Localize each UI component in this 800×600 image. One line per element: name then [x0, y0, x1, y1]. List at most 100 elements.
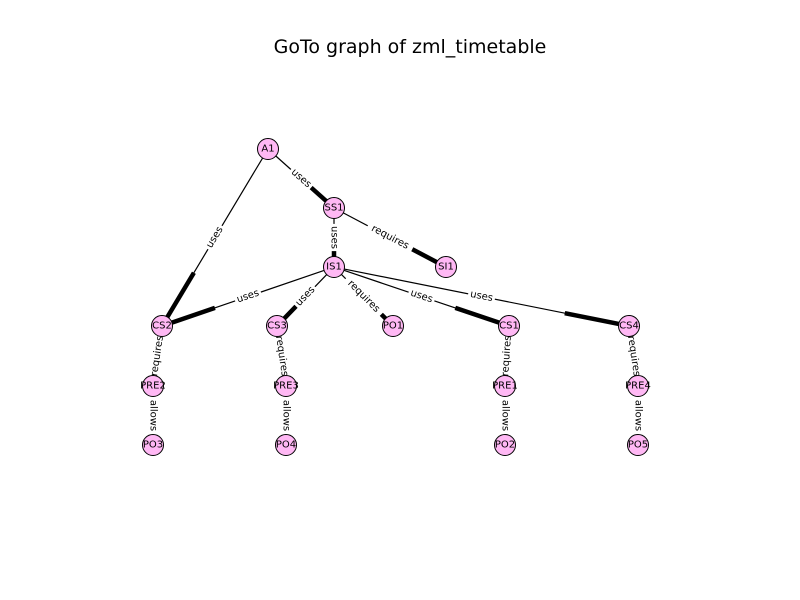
edge-label-group: requires: [499, 330, 515, 382]
graph-title: GoTo graph of zml_timetable: [274, 36, 547, 58]
node-circle: [142, 375, 164, 397]
node-circle: [142, 434, 164, 456]
edge-label: uses: [204, 225, 225, 250]
edge-arrowhead: [171, 305, 216, 325]
node-circle: [266, 315, 288, 337]
node-label: PRE1: [492, 381, 518, 392]
edge-label-group: allows: [280, 396, 292, 435]
edge-arrowhead: [454, 305, 500, 325]
node-label: PRE4: [625, 381, 651, 392]
node-circle: [498, 315, 520, 337]
node-circle: [275, 375, 297, 397]
edge-label-background: [271, 330, 292, 382]
edge-label-background: [202, 222, 228, 253]
edge-arrowhead: [165, 271, 196, 319]
node-label: PO2: [495, 440, 515, 451]
edge-label-group: requires: [271, 330, 292, 382]
node-po3: PO3: [142, 434, 164, 456]
node-label: CS2: [152, 321, 172, 332]
node-cs4: CS4: [618, 315, 640, 337]
node-label: PO1: [383, 321, 403, 332]
edge-is1-po1: requires: [341, 274, 388, 321]
edge-pre2-po3: allows: [147, 396, 159, 435]
edge-label-background: [466, 287, 497, 306]
node-label: SI1: [438, 262, 454, 273]
edge-label-group: uses: [406, 286, 437, 307]
node-circle: [151, 315, 173, 337]
node-pre2: PRE2: [140, 375, 166, 397]
edge-is1-cs4: uses: [344, 268, 620, 327]
edge-label: uses: [469, 289, 494, 304]
edge-cs1-pre1: requires: [499, 330, 515, 382]
edge-label: allows: [281, 400, 292, 431]
edge-label-background: [406, 286, 437, 307]
edge-label-group: allows: [147, 396, 159, 435]
edge-label-background: [280, 396, 292, 435]
edge-pre4-po5: allows: [632, 396, 644, 435]
node-po5: PO5: [627, 434, 649, 456]
node-circle: [323, 197, 345, 219]
node-label: PO5: [628, 440, 648, 451]
edge-label-group: requires: [341, 274, 386, 319]
node-circle: [618, 315, 640, 337]
node-is1: IS1: [323, 256, 345, 278]
node-circle: [435, 256, 457, 278]
node-label: PRE2: [140, 381, 166, 392]
node-pre4: PRE4: [625, 375, 651, 397]
node-circle: [275, 434, 297, 456]
node-label: PO4: [276, 440, 296, 451]
node-circle: [382, 315, 404, 337]
edge-label-group: allows: [499, 396, 511, 435]
node-label: CS1: [499, 321, 519, 332]
edge-label-background: [286, 164, 316, 193]
edge-label-background: [341, 274, 386, 319]
edge-is1-cs2: uses: [171, 269, 325, 325]
edge-label: requires: [345, 278, 382, 315]
node-po1: PO1: [382, 315, 404, 337]
edge-label-group: requires: [623, 330, 644, 382]
node-pre1: PRE1: [492, 375, 518, 397]
node-circle: [494, 434, 516, 456]
edge-label-group: uses: [328, 223, 340, 252]
node-cs2: CS2: [151, 315, 173, 337]
edge-is1-cs3: uses: [282, 274, 328, 321]
edge-label-group: requires: [364, 220, 416, 255]
edge-cs4-pre4: requires: [623, 330, 644, 382]
edge-label-group: requires: [147, 330, 168, 382]
node-label: CS4: [619, 321, 639, 332]
edge-label: requires: [369, 223, 410, 252]
edge-label-background: [499, 396, 511, 435]
node-label: SS1: [324, 203, 343, 214]
node-label: PRE3: [273, 381, 299, 392]
edge-pre1-po2: allows: [499, 396, 511, 435]
edge-label-background: [233, 286, 263, 307]
edge-label: allows: [633, 400, 644, 431]
node-po2: PO2: [494, 434, 516, 456]
edge-pre3-po4: allows: [280, 396, 292, 435]
node-pre3: PRE3: [273, 375, 299, 397]
edge-label-background: [147, 330, 168, 382]
node-circle: [494, 375, 516, 397]
edge-label-background: [147, 396, 159, 435]
edge-ss1-is1: uses: [328, 218, 340, 257]
edge-ss1-si1: requires: [343, 212, 438, 265]
edge-label-background: [364, 220, 416, 255]
node-circle: [627, 375, 649, 397]
node-po4: PO4: [275, 434, 297, 456]
edge-label: allows: [500, 400, 511, 431]
node-ss1: SS1: [323, 197, 345, 219]
edge-label-background: [328, 223, 340, 252]
edge-cs2-pre2: requires: [147, 330, 168, 382]
node-circle: [257, 138, 279, 160]
edge-label-background: [623, 330, 644, 382]
node-circle: [323, 256, 345, 278]
edge-label: allows: [148, 400, 159, 431]
node-label: PO3: [143, 440, 163, 451]
edge-label-group: uses: [202, 222, 228, 253]
edge-label-background: [291, 282, 320, 311]
edge-cs3-pre3: requires: [271, 330, 292, 382]
node-circle: [627, 434, 649, 456]
edge-arrowhead: [564, 310, 620, 327]
